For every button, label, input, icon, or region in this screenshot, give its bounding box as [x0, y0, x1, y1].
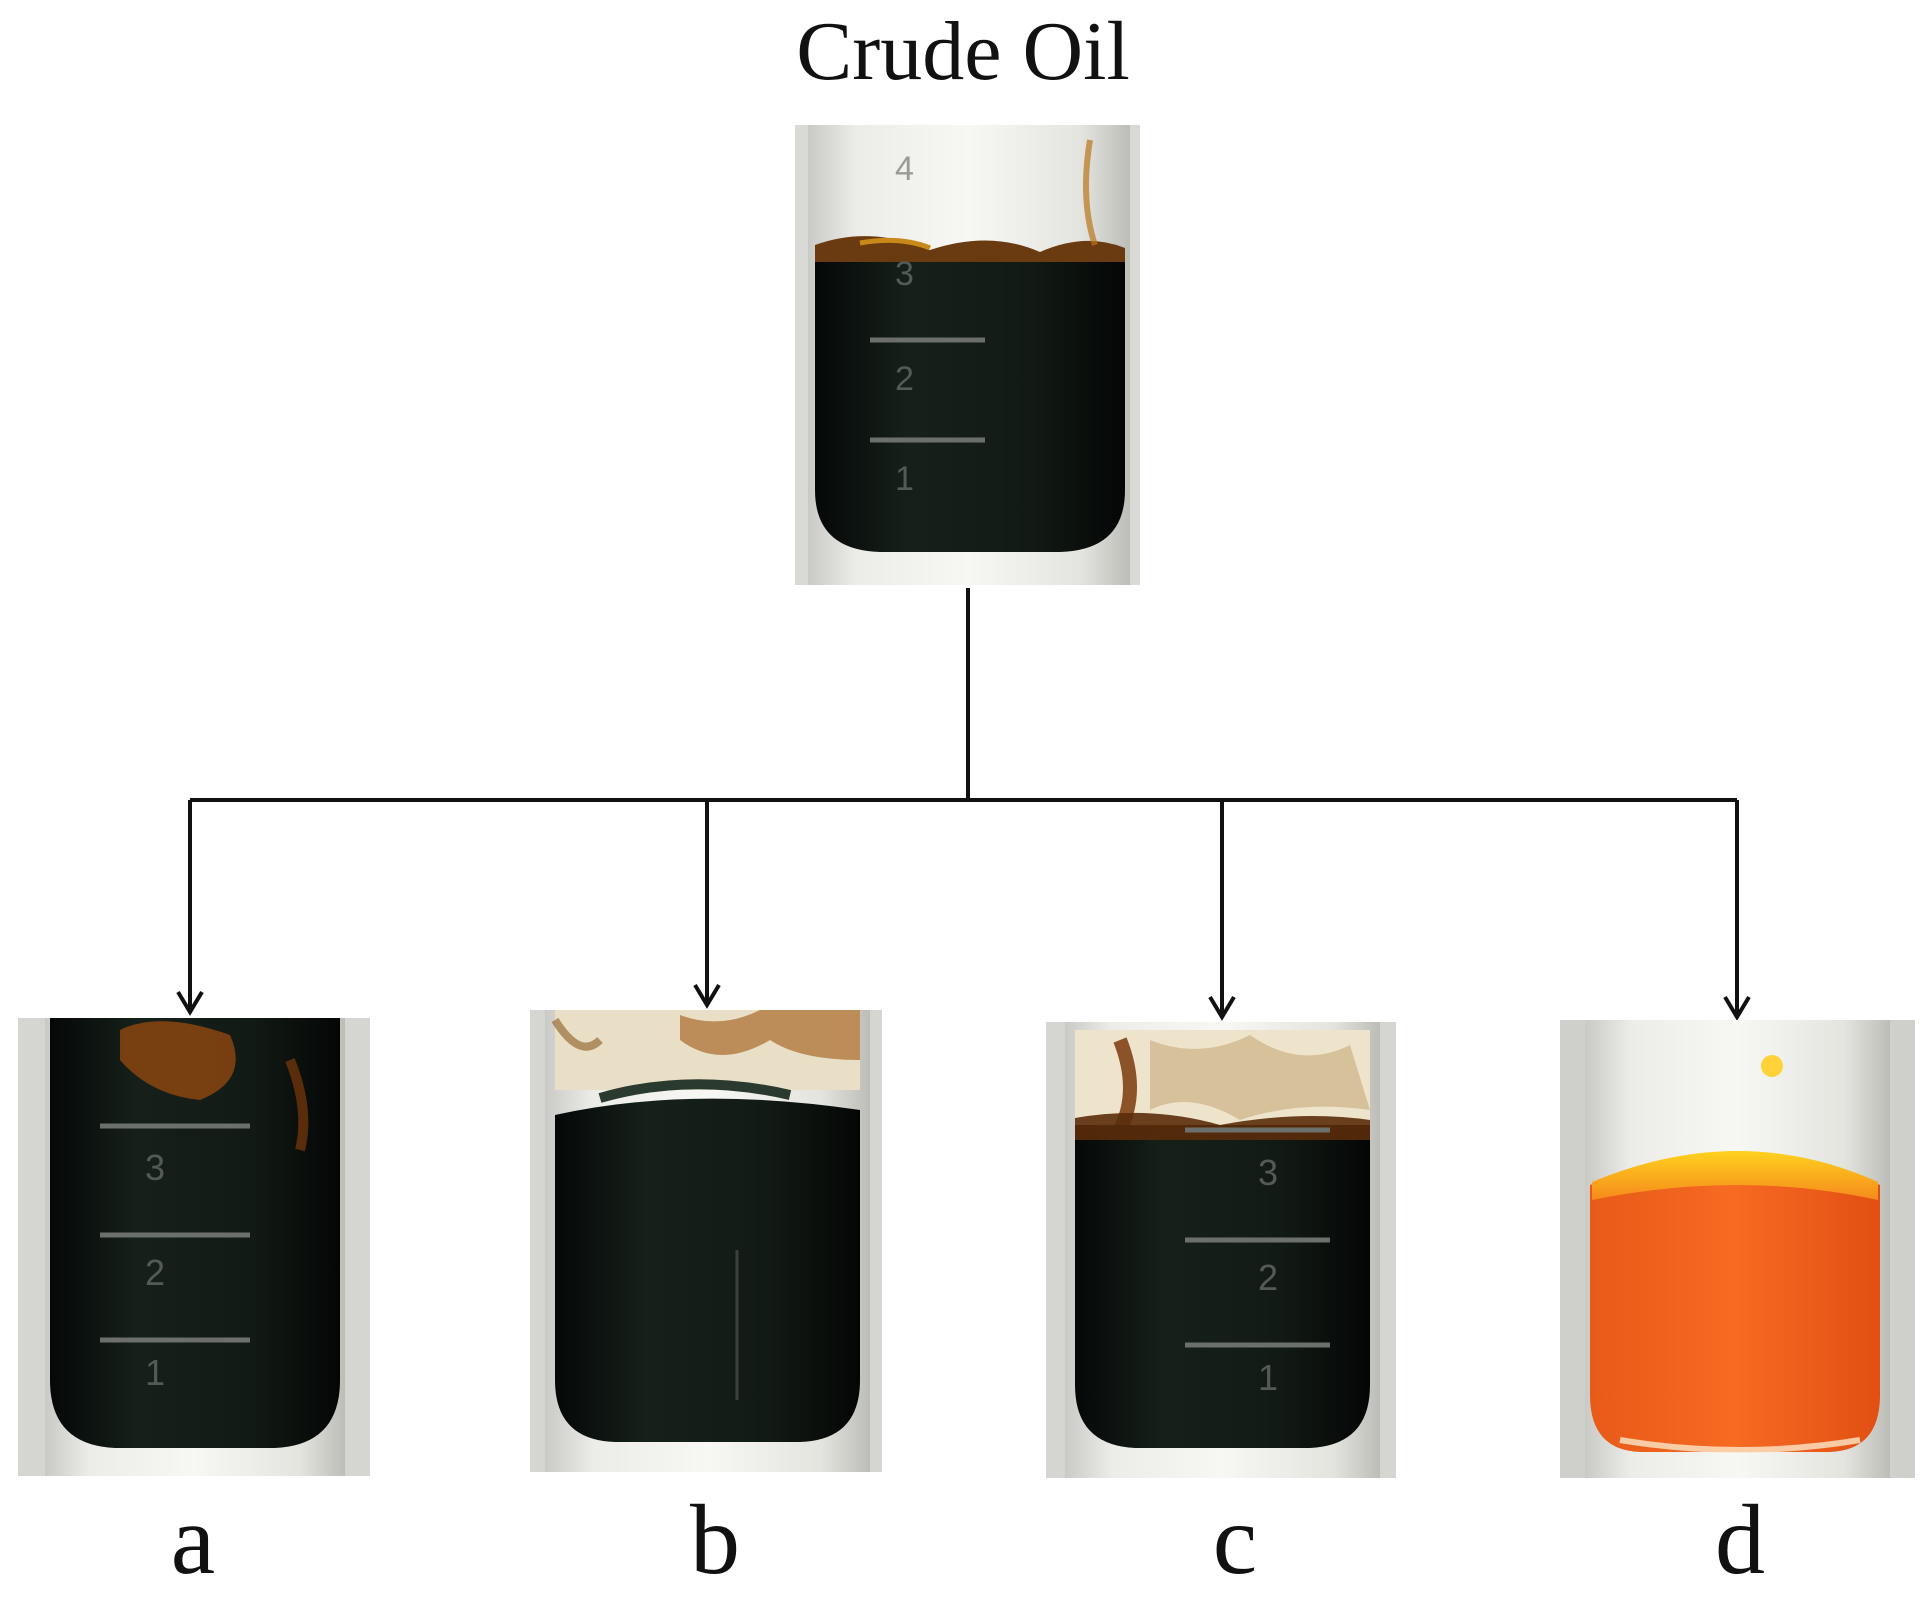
arrowhead-c-icon: [1208, 995, 1236, 1021]
scale-mark: 2: [1258, 1257, 1278, 1298]
arrowhead-d-icon: [1723, 995, 1751, 1021]
panel-label-b: b: [690, 1484, 740, 1595]
scale-mark: 4: [895, 150, 914, 188]
scale-mark: 2: [145, 1252, 165, 1293]
scale-mark: 1: [895, 460, 914, 498]
scale-mark: 3: [1258, 1152, 1278, 1193]
tube-photo-b: [530, 1010, 882, 1472]
tube-photo-a: 3 2 1: [18, 1018, 370, 1476]
tube-photo-d: [1560, 1020, 1915, 1478]
scale-mark: 3: [145, 1147, 165, 1188]
diagram-title: Crude Oil: [796, 5, 1130, 98]
arrowheads: [176, 983, 1751, 1021]
droplet: [1761, 1055, 1783, 1077]
panel-label-c: c: [1212, 1484, 1258, 1595]
panel-label-a: a: [170, 1484, 216, 1595]
scale-mark: 1: [1258, 1357, 1278, 1398]
connector-lines: [188, 588, 1739, 1015]
scale-mark: 1: [145, 1352, 165, 1393]
scale-mark: 3: [895, 255, 914, 293]
tube-photo-c: 3 2 1: [1046, 1022, 1396, 1478]
arrowhead-b-icon: [693, 983, 721, 1009]
crude-oil-tube-photo: 4 3 2 1: [795, 125, 1140, 585]
arrowhead-a-icon: [176, 990, 204, 1016]
scale-mark: 2: [895, 360, 914, 398]
panel-label-d: d: [1715, 1484, 1765, 1595]
